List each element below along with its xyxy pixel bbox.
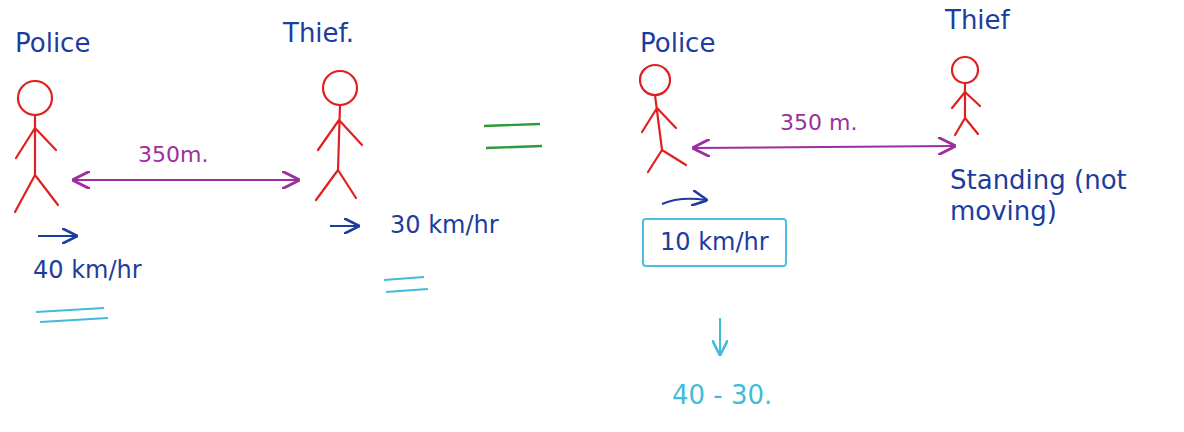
direction-arrow	[662, 199, 706, 204]
person-name: Police	[640, 28, 715, 59]
police-figure	[15, 81, 58, 212]
distance-arrow	[694, 146, 954, 148]
status-note: Standing (not moving)	[950, 165, 1165, 227]
person-name: Thief	[945, 5, 1010, 36]
speed-label: 40 km/hr	[33, 256, 142, 285]
person-name: Thief.	[283, 18, 354, 49]
thief-figure	[316, 71, 362, 200]
direction-arrow	[38, 235, 76, 237]
direction-arrow	[330, 225, 358, 227]
thief-figure	[952, 57, 980, 135]
speed-label: 30 km/hr	[390, 211, 499, 240]
distance-label: 350 m.	[780, 110, 857, 136]
calculation-note: 40 - 30.	[672, 380, 772, 411]
distance-arrow	[74, 179, 298, 181]
speed-label: 10 km/hr	[660, 228, 769, 257]
person-name: Police	[15, 28, 90, 59]
underline-mark	[384, 277, 428, 292]
value-box: 10 km/hr	[642, 218, 787, 267]
equals-sign	[484, 124, 542, 148]
leader-arrow	[719, 318, 721, 354]
underline-mark	[36, 308, 108, 322]
distance-label: 350m.	[138, 142, 208, 168]
police-figure	[640, 65, 686, 172]
